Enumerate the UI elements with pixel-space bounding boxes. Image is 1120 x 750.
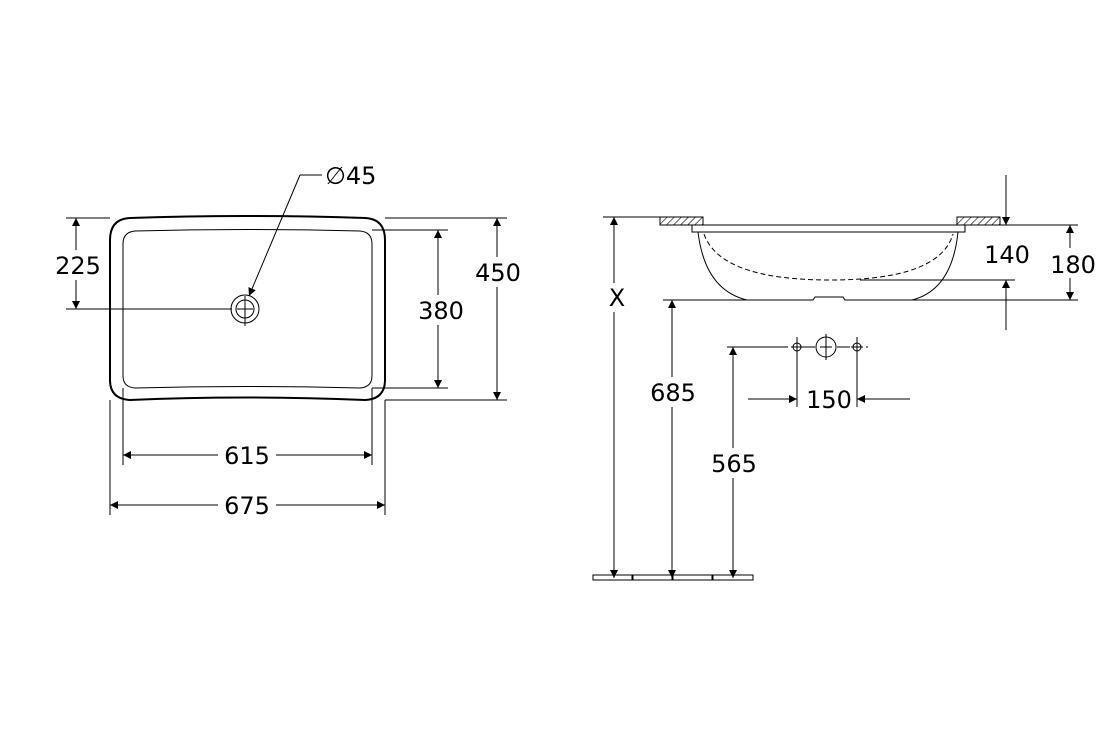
- plan-view: ∅45 225 380 450 615 675: [55, 162, 521, 520]
- tap-holes-icon: [791, 334, 868, 360]
- drain-diameter-label: ∅45: [325, 162, 376, 190]
- drain-icon: [230, 294, 260, 326]
- total-height-label: 180: [1050, 251, 1096, 279]
- basin-outer-outline: [109, 215, 386, 402]
- outer-width-label: 675: [224, 492, 270, 520]
- floor-line: [592, 574, 754, 581]
- basin-inner-outline: [122, 229, 373, 389]
- height-x-label: X: [609, 284, 625, 312]
- countertop-right: [956, 216, 1001, 226]
- countertop-left: [659, 216, 704, 226]
- drain-offset-label: 225: [55, 252, 101, 280]
- side-view: X 140 180 685 565: [592, 175, 1096, 581]
- basin-inner-dashed: [703, 233, 954, 281]
- inner-width-label: 615: [224, 442, 270, 470]
- bottom-height-label: 685: [650, 379, 696, 407]
- tap-spacing-label: 150: [806, 386, 852, 414]
- tap-height-label: 565: [711, 450, 757, 478]
- inner-depth-label: 380: [418, 297, 464, 325]
- basin-rim: [691, 224, 966, 233]
- outer-depth-label: 450: [475, 259, 521, 287]
- bowl-depth-label: 140: [984, 241, 1030, 269]
- basin-bowl: [697, 231, 959, 301]
